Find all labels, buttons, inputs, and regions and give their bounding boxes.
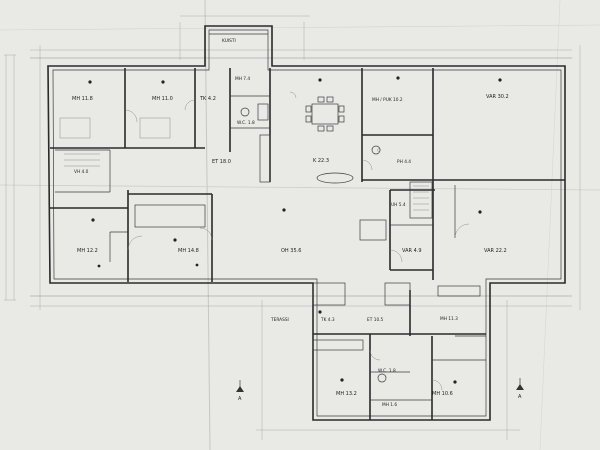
fixture-dots bbox=[88, 76, 502, 384]
section-markers: A A bbox=[236, 378, 524, 402]
kitchen-island bbox=[316, 172, 354, 184]
room-label-mh-13-2: MH 13.2 bbox=[336, 391, 357, 397]
room-label-var-22-2: VAR 22.2 bbox=[484, 248, 507, 254]
furniture bbox=[59, 96, 387, 383]
room-label-mh-7-4: MH 7.4 bbox=[235, 76, 250, 82]
room-label-mh-14-8: MH 14.8 bbox=[178, 248, 199, 254]
room-labels: KUISTI MH 11.8 MH 11.0 TK 4.2 MH 7.4 W.C… bbox=[72, 38, 509, 408]
room-label-uh-5-4: UH 5.4 bbox=[391, 202, 406, 208]
room-label-wc-1-8-lower: W.C. 1.8 bbox=[378, 368, 396, 374]
dimension-lines bbox=[4, 15, 581, 440]
stair-symbol bbox=[64, 153, 429, 211]
room-label-terassi: TERASSI bbox=[270, 317, 289, 323]
room-label-var-30-2: VAR 30.2 bbox=[486, 94, 509, 100]
room-label-et-18-0: ET 18.0 bbox=[212, 159, 231, 165]
room-label-et-10-5: ET 10.5 bbox=[367, 317, 384, 323]
room-label-tk-4-3: TK 4.3 bbox=[320, 317, 335, 323]
room-label-mh-11-0: MH 11.0 bbox=[152, 96, 173, 102]
room-label-k-22-3: K 22.3 bbox=[313, 158, 329, 164]
room-label-mh-puk: MH / PUK 10.2 bbox=[372, 97, 403, 103]
room-label-vh-4-0: VH 4.0 bbox=[74, 169, 89, 175]
section-marker-right: A bbox=[518, 394, 522, 400]
doors bbox=[124, 91, 470, 391]
room-label-tk-4-2: TK 4.2 bbox=[199, 96, 216, 102]
room-label-mh-11-8: MH 11.8 bbox=[72, 96, 93, 102]
room-label-oh-35-6: OH 35.6 bbox=[281, 248, 301, 254]
dining-table bbox=[311, 103, 339, 125]
room-label-mh-1-6: MH 1.6 bbox=[382, 402, 397, 408]
room-label-ph-4-4: PH 4.4 bbox=[397, 159, 411, 165]
interior-walls bbox=[50, 68, 565, 420]
room-label-kuisti: KUISTI bbox=[222, 38, 236, 44]
room-label-var-4-9: VAR 4.9 bbox=[402, 248, 422, 254]
section-marker-left: A bbox=[238, 396, 242, 402]
room-label-mh-10-6: MH 10.6 bbox=[432, 391, 453, 397]
room-label-mh-12-2: MH 12.2 bbox=[77, 248, 98, 254]
room-label-wc-1-8-upper: W.C. 1.8 bbox=[237, 120, 255, 126]
room-label-mh-11-3-upper: MH 11.3 bbox=[440, 316, 458, 322]
